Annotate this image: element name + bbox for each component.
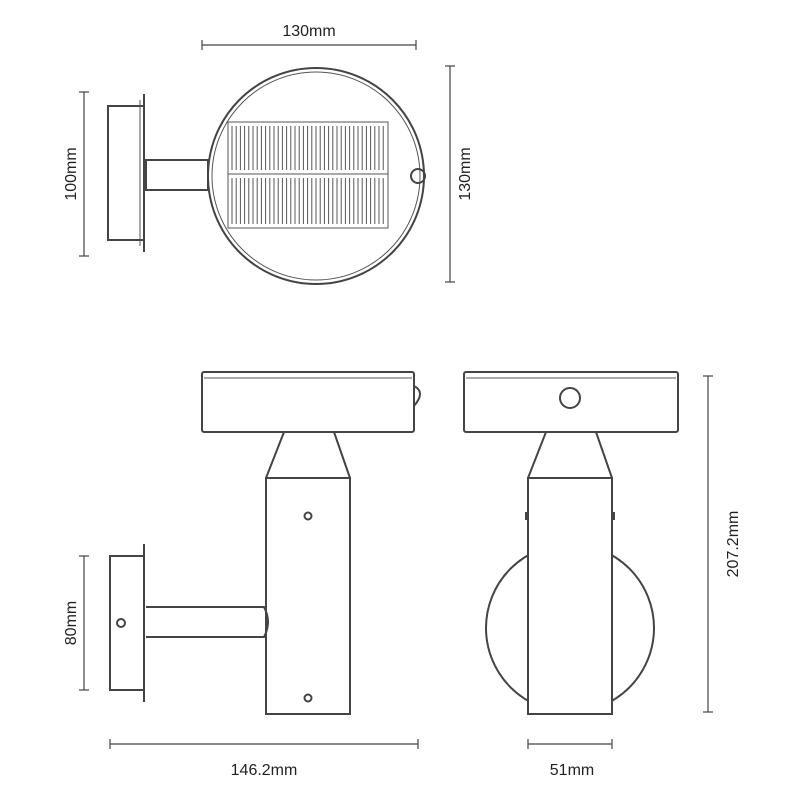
- side-wall-plate: [109, 555, 145, 691]
- top-wall-plate: [107, 105, 145, 241]
- side-neck: [265, 431, 351, 479]
- dim-top-width-label: 130mm: [282, 23, 335, 40]
- side-body-screw-top: [303, 511, 313, 521]
- front-view: [463, 371, 679, 715]
- side-arm: [146, 606, 269, 638]
- dim-top-height-label: 130mm: [457, 147, 474, 200]
- dim-overall-height: 207.2mm: [703, 375, 742, 713]
- dim-top-height: 130mm: [445, 65, 474, 283]
- top-solar-head-inner: [211, 71, 421, 281]
- side-body-screw-bottom: [303, 693, 313, 703]
- dim-side-mount-height: 80mm: [63, 555, 89, 691]
- side-body: [265, 477, 351, 715]
- dim-overall-height-label: 207.2mm: [725, 511, 742, 578]
- dim-top-mount-label: 100mm: [63, 147, 80, 200]
- dim-side-depth-label: 146.2mm: [231, 762, 298, 779]
- dim-side-mount-label: 80mm: [63, 601, 80, 645]
- dim-front-width-label: 51mm: [550, 762, 594, 779]
- dim-top-width: 130mm: [201, 23, 417, 50]
- solar-panel: [227, 121, 389, 229]
- top-arm: [145, 159, 209, 191]
- side-plate-screw: [116, 618, 126, 628]
- side-view: [109, 371, 421, 715]
- side-head: [201, 371, 415, 433]
- top-sensor: [410, 168, 426, 184]
- dim-front-width: 51mm: [527, 739, 613, 779]
- front-neck: [527, 431, 613, 479]
- front-head: [463, 371, 679, 433]
- front-body: [527, 477, 613, 715]
- dim-top-mount-height: 100mm: [63, 91, 89, 257]
- dim-side-depth: 146.2mm: [109, 739, 419, 779]
- top-view: [107, 67, 426, 285]
- solar-panel-frame: [227, 121, 389, 229]
- front-sensor: [559, 387, 581, 409]
- top-solar-head: [207, 67, 425, 285]
- side-sensor: [413, 385, 421, 407]
